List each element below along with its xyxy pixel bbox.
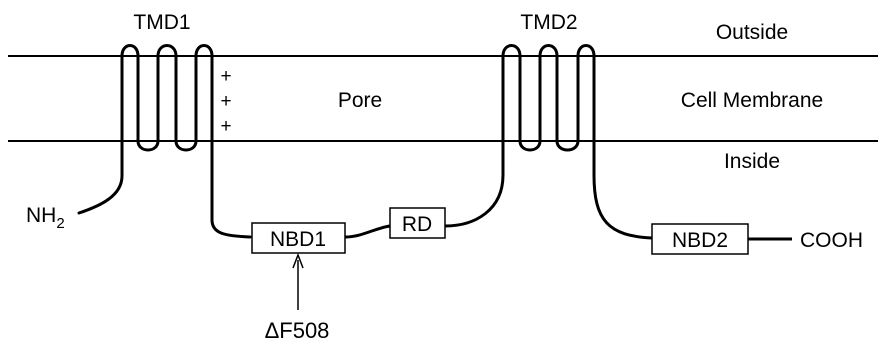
c-terminus-label: COOH <box>800 229 863 252</box>
n-terminus-label: NH2 <box>26 204 65 232</box>
pore-charge-plus: + <box>220 116 231 137</box>
nbd1-label: NBD1 <box>270 228 326 251</box>
rd-label: RD <box>402 213 432 236</box>
nbd1-rd-linker <box>345 226 390 237</box>
outside-label: Outside <box>716 21 788 44</box>
pore-charge-plus: + <box>220 66 231 87</box>
cell-membrane-label: Cell Membrane <box>681 89 823 112</box>
pore-charge-plus: + <box>220 91 231 112</box>
n-terminus-subscript: 2 <box>56 215 64 232</box>
tmd1-label: TMD1 <box>133 11 190 34</box>
tmd2-label: TMD2 <box>520 11 577 34</box>
nbd2-label: NBD2 <box>672 229 728 252</box>
n-terminus-base: NH <box>26 204 56 227</box>
inside-label: Inside <box>724 150 780 173</box>
pore-label: Pore <box>338 89 382 112</box>
mutation-label: ΔF508 <box>265 318 330 343</box>
